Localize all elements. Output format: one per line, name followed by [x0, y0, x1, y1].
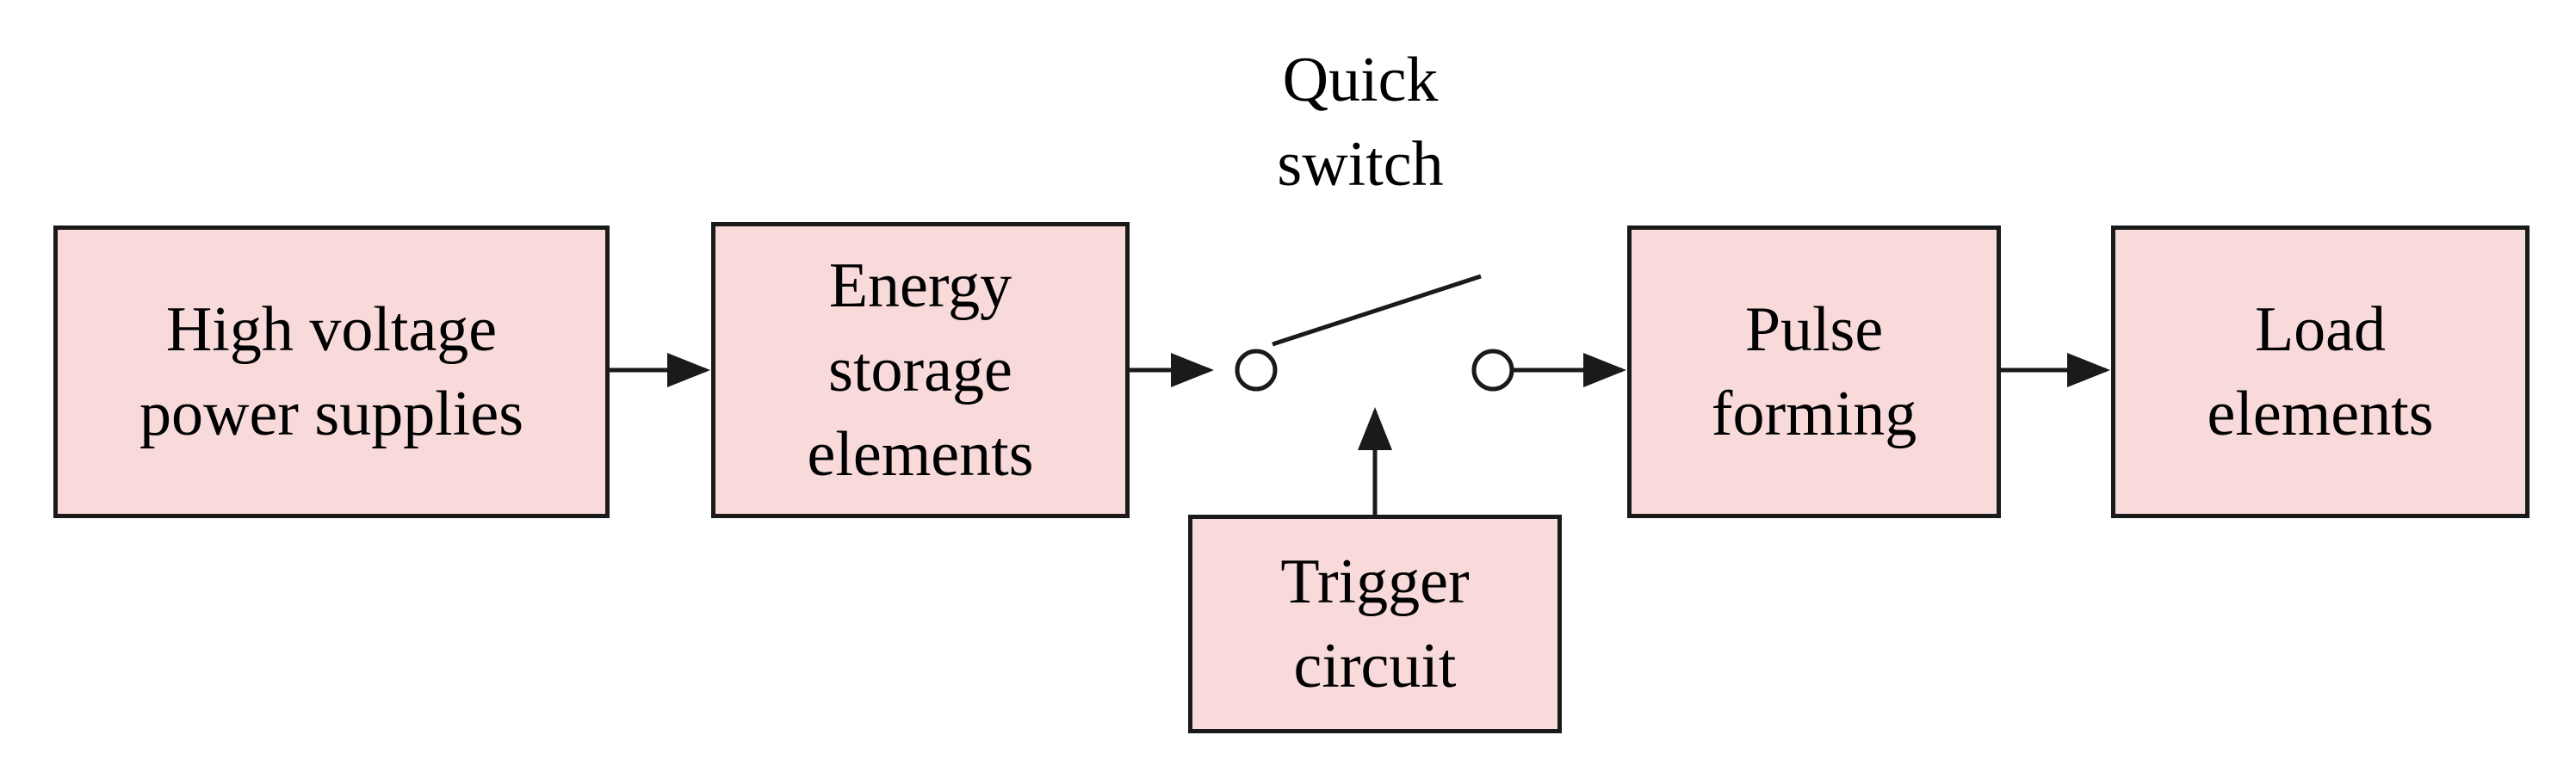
block-label-line: forming — [1711, 379, 1917, 449]
quick-switch-label-line-2: switch — [1277, 129, 1444, 200]
block-label-line: elements — [2207, 379, 2434, 449]
quick-switch-label-line-1: Quick — [1282, 45, 1439, 115]
trigger-circuit-block: Trigger circuit — [1188, 515, 1562, 733]
block-label-line: Energy — [828, 250, 1012, 321]
block-label-line: storage — [828, 335, 1012, 405]
energy-storage-elements-block: Energy storage elements — [711, 222, 1130, 518]
block-label-line: Load — [2254, 294, 2387, 365]
switch-right-terminal — [1471, 349, 1514, 392]
block-label-line: Pulse — [1744, 294, 1884, 365]
pulse-forming-block: Pulse forming — [1627, 225, 2001, 518]
load-elements-block: Load elements — [2111, 225, 2530, 518]
switch-left-terminal — [1235, 349, 1278, 392]
block-label-line: Trigger — [1280, 547, 1470, 617]
quick-switch-label: Quick switch — [1188, 38, 1533, 207]
block-label-line: elements — [807, 419, 1034, 490]
block-label-line: power supplies — [139, 379, 523, 449]
high-voltage-power-supplies-block: High voltage power supplies — [53, 225, 610, 518]
block-label-line: High voltage — [165, 294, 498, 365]
switch-lever — [1272, 274, 1482, 347]
block-label-line: circuit — [1293, 631, 1457, 701]
